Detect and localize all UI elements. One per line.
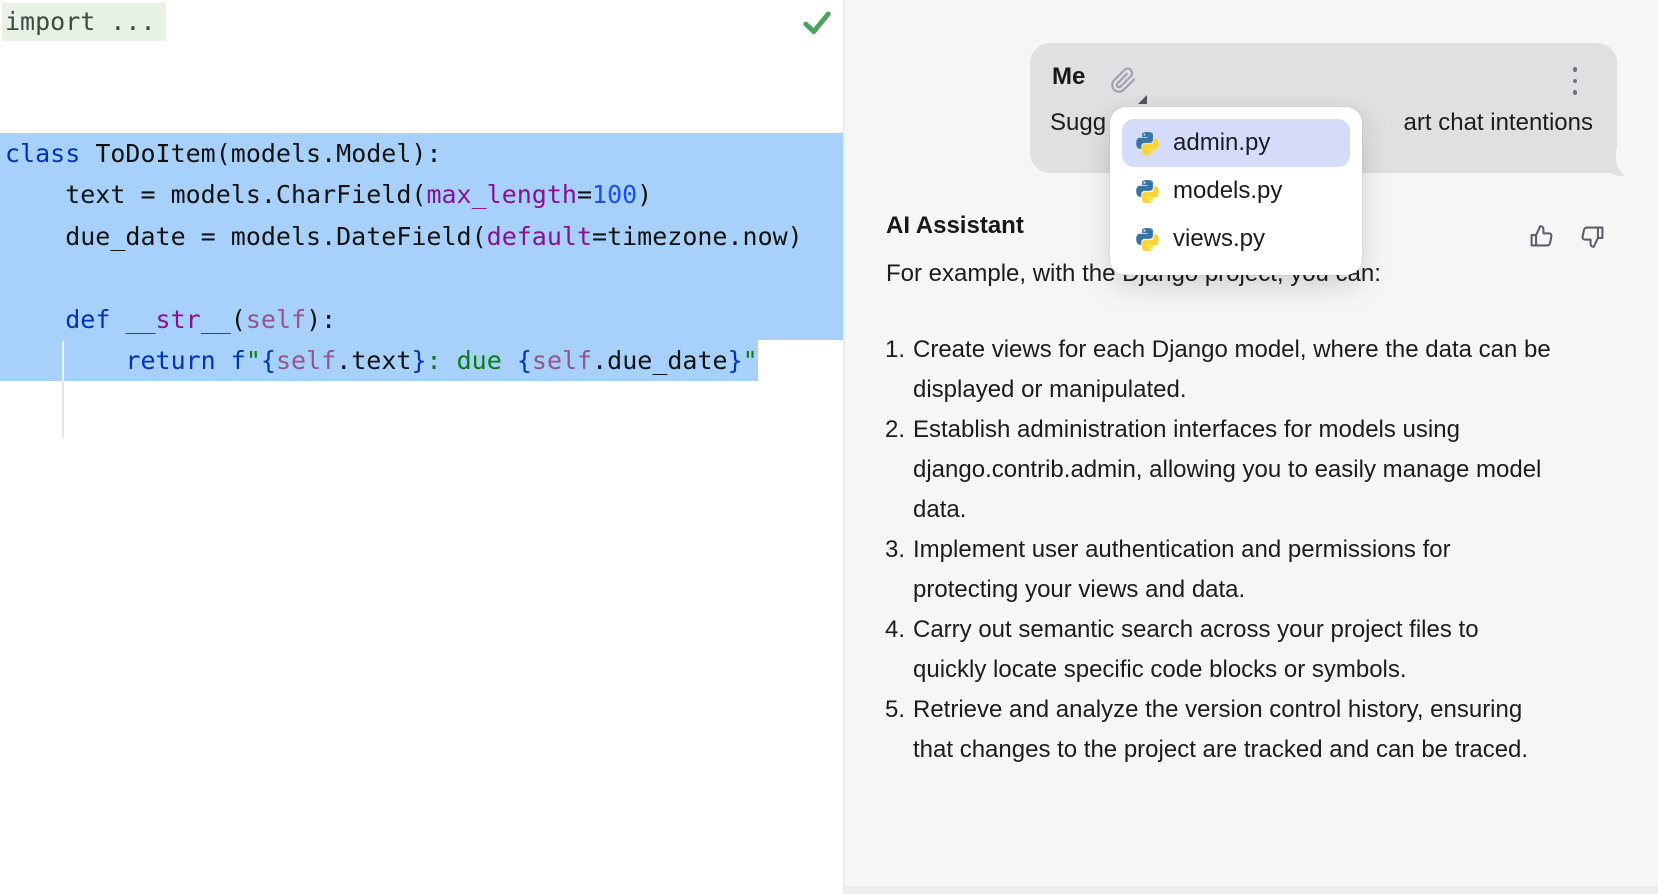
code-token: default	[486, 221, 592, 251]
list-item: 5. Retrieve and analyze the version cont…	[885, 690, 1565, 770]
indent-guide	[62, 381, 64, 438]
chat-input-top-edge	[845, 886, 1658, 894]
code-line: due_date = models.DateField(default=time…	[0, 215, 843, 258]
code-token	[216, 346, 231, 375]
code-token	[110, 305, 125, 334]
code-token: }	[411, 345, 427, 375]
code-token: text = models.CharField(	[5, 180, 427, 210]
code-token: class	[5, 139, 81, 168]
python-icon	[1136, 179, 1159, 203]
code-token: __str__	[125, 304, 231, 334]
code-line: class ToDoItem(models.Model):	[0, 133, 843, 175]
indent-guide	[62, 341, 64, 381]
ai-assistant-chat-panel: Me Sugg art chat intentions admin.py	[845, 0, 1658, 894]
list-item-text: Create views for each Django model, wher…	[913, 336, 1551, 403]
code-token: {	[260, 345, 276, 375]
bubble-tail-mask	[1616, 149, 1634, 179]
code-token: 100	[592, 180, 638, 210]
list-item: 4. Carry out semantic search across your…	[885, 610, 1565, 690]
list-item-number: 2.	[885, 416, 906, 443]
code-token: "	[245, 345, 261, 375]
code-token: )	[637, 180, 653, 210]
pane-divider[interactable]	[843, 0, 845, 894]
popup-item-models-py[interactable]: models.py	[1122, 167, 1350, 215]
code-token: : due	[426, 345, 517, 375]
list-item-number: 1.	[885, 336, 906, 363]
list-item-number: 4.	[885, 616, 906, 643]
user-message-text-start: Sugg	[1050, 109, 1107, 136]
inspection-checkmark-icon[interactable]	[802, 8, 832, 43]
code-token	[5, 305, 65, 334]
list-item-text: Retrieve and analyze the version control…	[913, 696, 1529, 763]
popup-item-label: admin.py	[1173, 129, 1271, 156]
paperclip-icon[interactable]	[1110, 67, 1137, 99]
popup-item-label: models.py	[1173, 177, 1283, 204]
code-token: (	[230, 304, 246, 334]
list-item-text: Implement user authentication and permis…	[913, 536, 1451, 603]
code-token: =	[592, 221, 608, 251]
code-line: text = models.CharField(max_length=100)	[0, 174, 843, 216]
thumbs-down-icon[interactable]	[1578, 222, 1607, 251]
code-line: return f"{self.text}: due {self.due_date…	[0, 339, 843, 382]
code-token: timezone.now)	[607, 221, 803, 251]
code-token: }	[727, 345, 743, 375]
code-token: due_date = models.DateField(	[5, 221, 487, 251]
code-token: =	[576, 180, 593, 210]
code-token: def	[65, 304, 111, 334]
list-item-number: 5.	[885, 696, 906, 723]
thumbs-up-icon[interactable]	[1527, 222, 1556, 251]
code-token: "	[742, 345, 758, 375]
kebab-menu-icon[interactable]	[1572, 67, 1577, 95]
list-item: 2. Establish administration interfaces f…	[885, 410, 1565, 530]
python-icon	[1136, 227, 1159, 251]
code-token: max_length	[426, 180, 577, 210]
code-token: .due_date	[592, 345, 728, 375]
code-line-blank	[0, 257, 843, 299]
popup-item-admin-py[interactable]: admin.py	[1122, 119, 1350, 167]
code-line: def __str__(self):	[0, 298, 843, 340]
attachment-dropdown-triangle-icon[interactable]	[1138, 95, 1147, 104]
code-token: return	[125, 345, 216, 375]
list-item-text: Establish administration interfaces for …	[913, 416, 1542, 523]
popup-item-label: views.py	[1173, 225, 1266, 252]
code-token: self	[275, 345, 337, 375]
code-token	[5, 346, 125, 375]
code-token: .text	[336, 345, 412, 375]
folded-imports-region[interactable]: import ...	[2, 3, 166, 41]
code-token: f	[230, 345, 246, 375]
code-token: self	[245, 304, 307, 334]
feedback-buttons	[1527, 222, 1607, 251]
python-icon	[1136, 131, 1159, 155]
assistant-numbered-list: 1. Create views for each Django model, w…	[885, 330, 1565, 770]
list-item: 1. Create views for each Django model, w…	[885, 330, 1565, 410]
list-item: 3. Implement user authentication and per…	[885, 530, 1565, 610]
code-editor-pane: import ... class ToDoItem(models.Model):…	[0, 3, 843, 438]
code-token: self	[531, 345, 593, 375]
list-item-text: Carry out semantic search across your pr…	[913, 616, 1479, 683]
code-token: ToDoItem(models.Model):	[80, 139, 442, 168]
user-message-text-end: art chat intentions	[1403, 109, 1593, 136]
code-block: class ToDoItem(models.Model): text = mod…	[0, 133, 843, 382]
code-token: ):	[306, 304, 337, 334]
list-item-number: 3.	[885, 536, 906, 563]
code-token: {	[516, 345, 532, 375]
file-suggestion-popup: admin.py models.py views.py	[1110, 107, 1362, 275]
assistant-name-label: AI Assistant	[886, 212, 1024, 239]
user-name-label: Me	[1052, 63, 1086, 90]
popup-item-views-py[interactable]: views.py	[1122, 215, 1350, 263]
